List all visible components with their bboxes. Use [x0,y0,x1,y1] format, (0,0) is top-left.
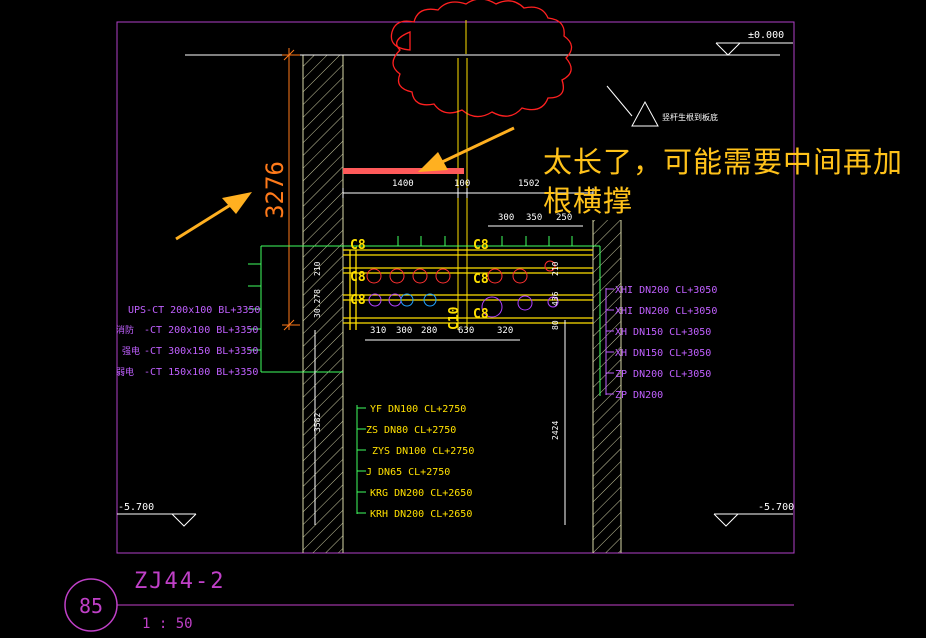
dim-small-1: 210 [551,261,560,276]
bottom-right-level-label: -5.700 [758,502,794,513]
pipe-row-1 [366,260,556,284]
left-label-1-prefix: 消防 [116,324,134,336]
bottom-pitch-2: 280 [421,326,437,336]
bottom-pitch-4: 320 [497,326,513,336]
right-wall-hatch [593,220,621,553]
beam-span-dimension: 1400 100 1502 [342,179,594,198]
revision-triangle-note: 竖杆生根到板底 [606,85,718,127]
member-c10: C10 [447,306,462,330]
dim-mid: 2424 [551,421,560,440]
member-c8-3: C8 [350,270,366,285]
right-label-3: XH DN150 CL+3050 [615,348,711,359]
dim-lower: 3582 [313,413,322,432]
member-c8-1: C8 [350,238,366,253]
drawing-scale: 1 : 50 [142,616,193,632]
left-label-3: -CT 150x100 BL+3350 [144,367,258,378]
left-label-1: -CT 200x100 BL+3350 [144,325,258,336]
drawing-number: 85 [79,594,103,618]
dim-small-3: 80 [551,320,560,330]
annotation-comment: 太长了，可能需要中间再加根横撑 [543,145,904,218]
lower-pipe-labels: YF DN100 CL+2750 ZS DN80 CL+2750 ZYS DN1… [356,404,474,520]
top-pitch-c: 250 [556,213,572,223]
bottom-pitch-1: 300 [396,326,412,336]
bottom-right-level-marker: -5.700 [713,502,794,527]
lower-label-0: YF DN100 CL+2750 [370,404,466,415]
top-pitch-b: 350 [526,213,542,223]
title-block: 85 ZJ44-2 1 : 50 [64,569,794,632]
top-level-label: ±0.000 [748,30,784,41]
drawing-frame [116,21,795,554]
annotation-arrow-right [418,126,515,172]
left-cable-tray-labels: UPS-CT 200x100 BL+3350 消防 -CT 200x100 BL… [116,263,261,378]
left-label-0: UPS-CT 200x100 BL+3350 [128,305,260,316]
right-label-0: XHI DN200 CL+3050 [615,285,717,296]
top-pitch-a: 300 [498,213,514,223]
right-label-2: XH DN150 CL+3050 [615,327,711,338]
lower-label-2: ZYS DN100 CL+2750 [372,446,474,457]
lower-label-3: J DN65 CL+2750 [366,467,450,478]
top-pitch-dimension: 300 350 250 [488,213,583,227]
revision-cloud [390,0,573,118]
member-c8-2: C8 [473,238,489,253]
annotation-arrow-left [175,192,252,241]
span-a: 1400 [392,179,414,189]
left-label-2: -CT 300x150 BL+3350 [144,346,258,357]
dim-small-2: 436 [551,291,560,306]
dim-left-a: 210 [313,261,322,276]
left-label-3-prefix: 弱电 [116,366,134,378]
highlighted-crossbar [343,168,464,174]
bottom-left-level-marker: -5.700 [117,502,197,527]
dim-left-b: 30.278 [313,289,322,318]
pipe-row-2 [368,293,559,318]
right-label-4: ZP DN200 CL+3050 [615,369,711,380]
top-level-marker: ±0.000 [715,30,793,56]
cloud-note-text: 竖杆生根到板底 [662,112,718,122]
total-height-dimension: 3276 [261,48,300,331]
drawing-code: ZJ44-2 [134,569,225,594]
member-c8-5: C8 [350,293,366,308]
right-label-1: XHI DN200 CL+3050 [615,306,717,317]
bottom-pitch-0: 310 [370,326,386,336]
left-wall-hatch [303,55,343,553]
lower-label-4: KRG DN200 CL+2650 [370,488,472,499]
span-c: 1502 [518,179,540,189]
member-c8-6: C8 [473,307,489,322]
bottom-left-level-label: -5.700 [118,502,154,513]
lower-label-1: ZS DN80 CL+2750 [366,425,456,436]
right-label-5: ZP DN200 [615,390,663,401]
right-pipe-labels: XHI DN200 CL+3050 XHI DN200 CL+3050 XH D… [605,285,717,401]
span-b: 100 [454,179,470,189]
left-label-2-prefix: 强电 [122,345,140,357]
height-dimension-text: 3276 [261,161,289,219]
bottom-pitch-3: 630 [458,326,474,336]
lower-label-5: KRH DN200 CL+2650 [370,509,472,520]
member-c8-4: C8 [473,272,489,287]
